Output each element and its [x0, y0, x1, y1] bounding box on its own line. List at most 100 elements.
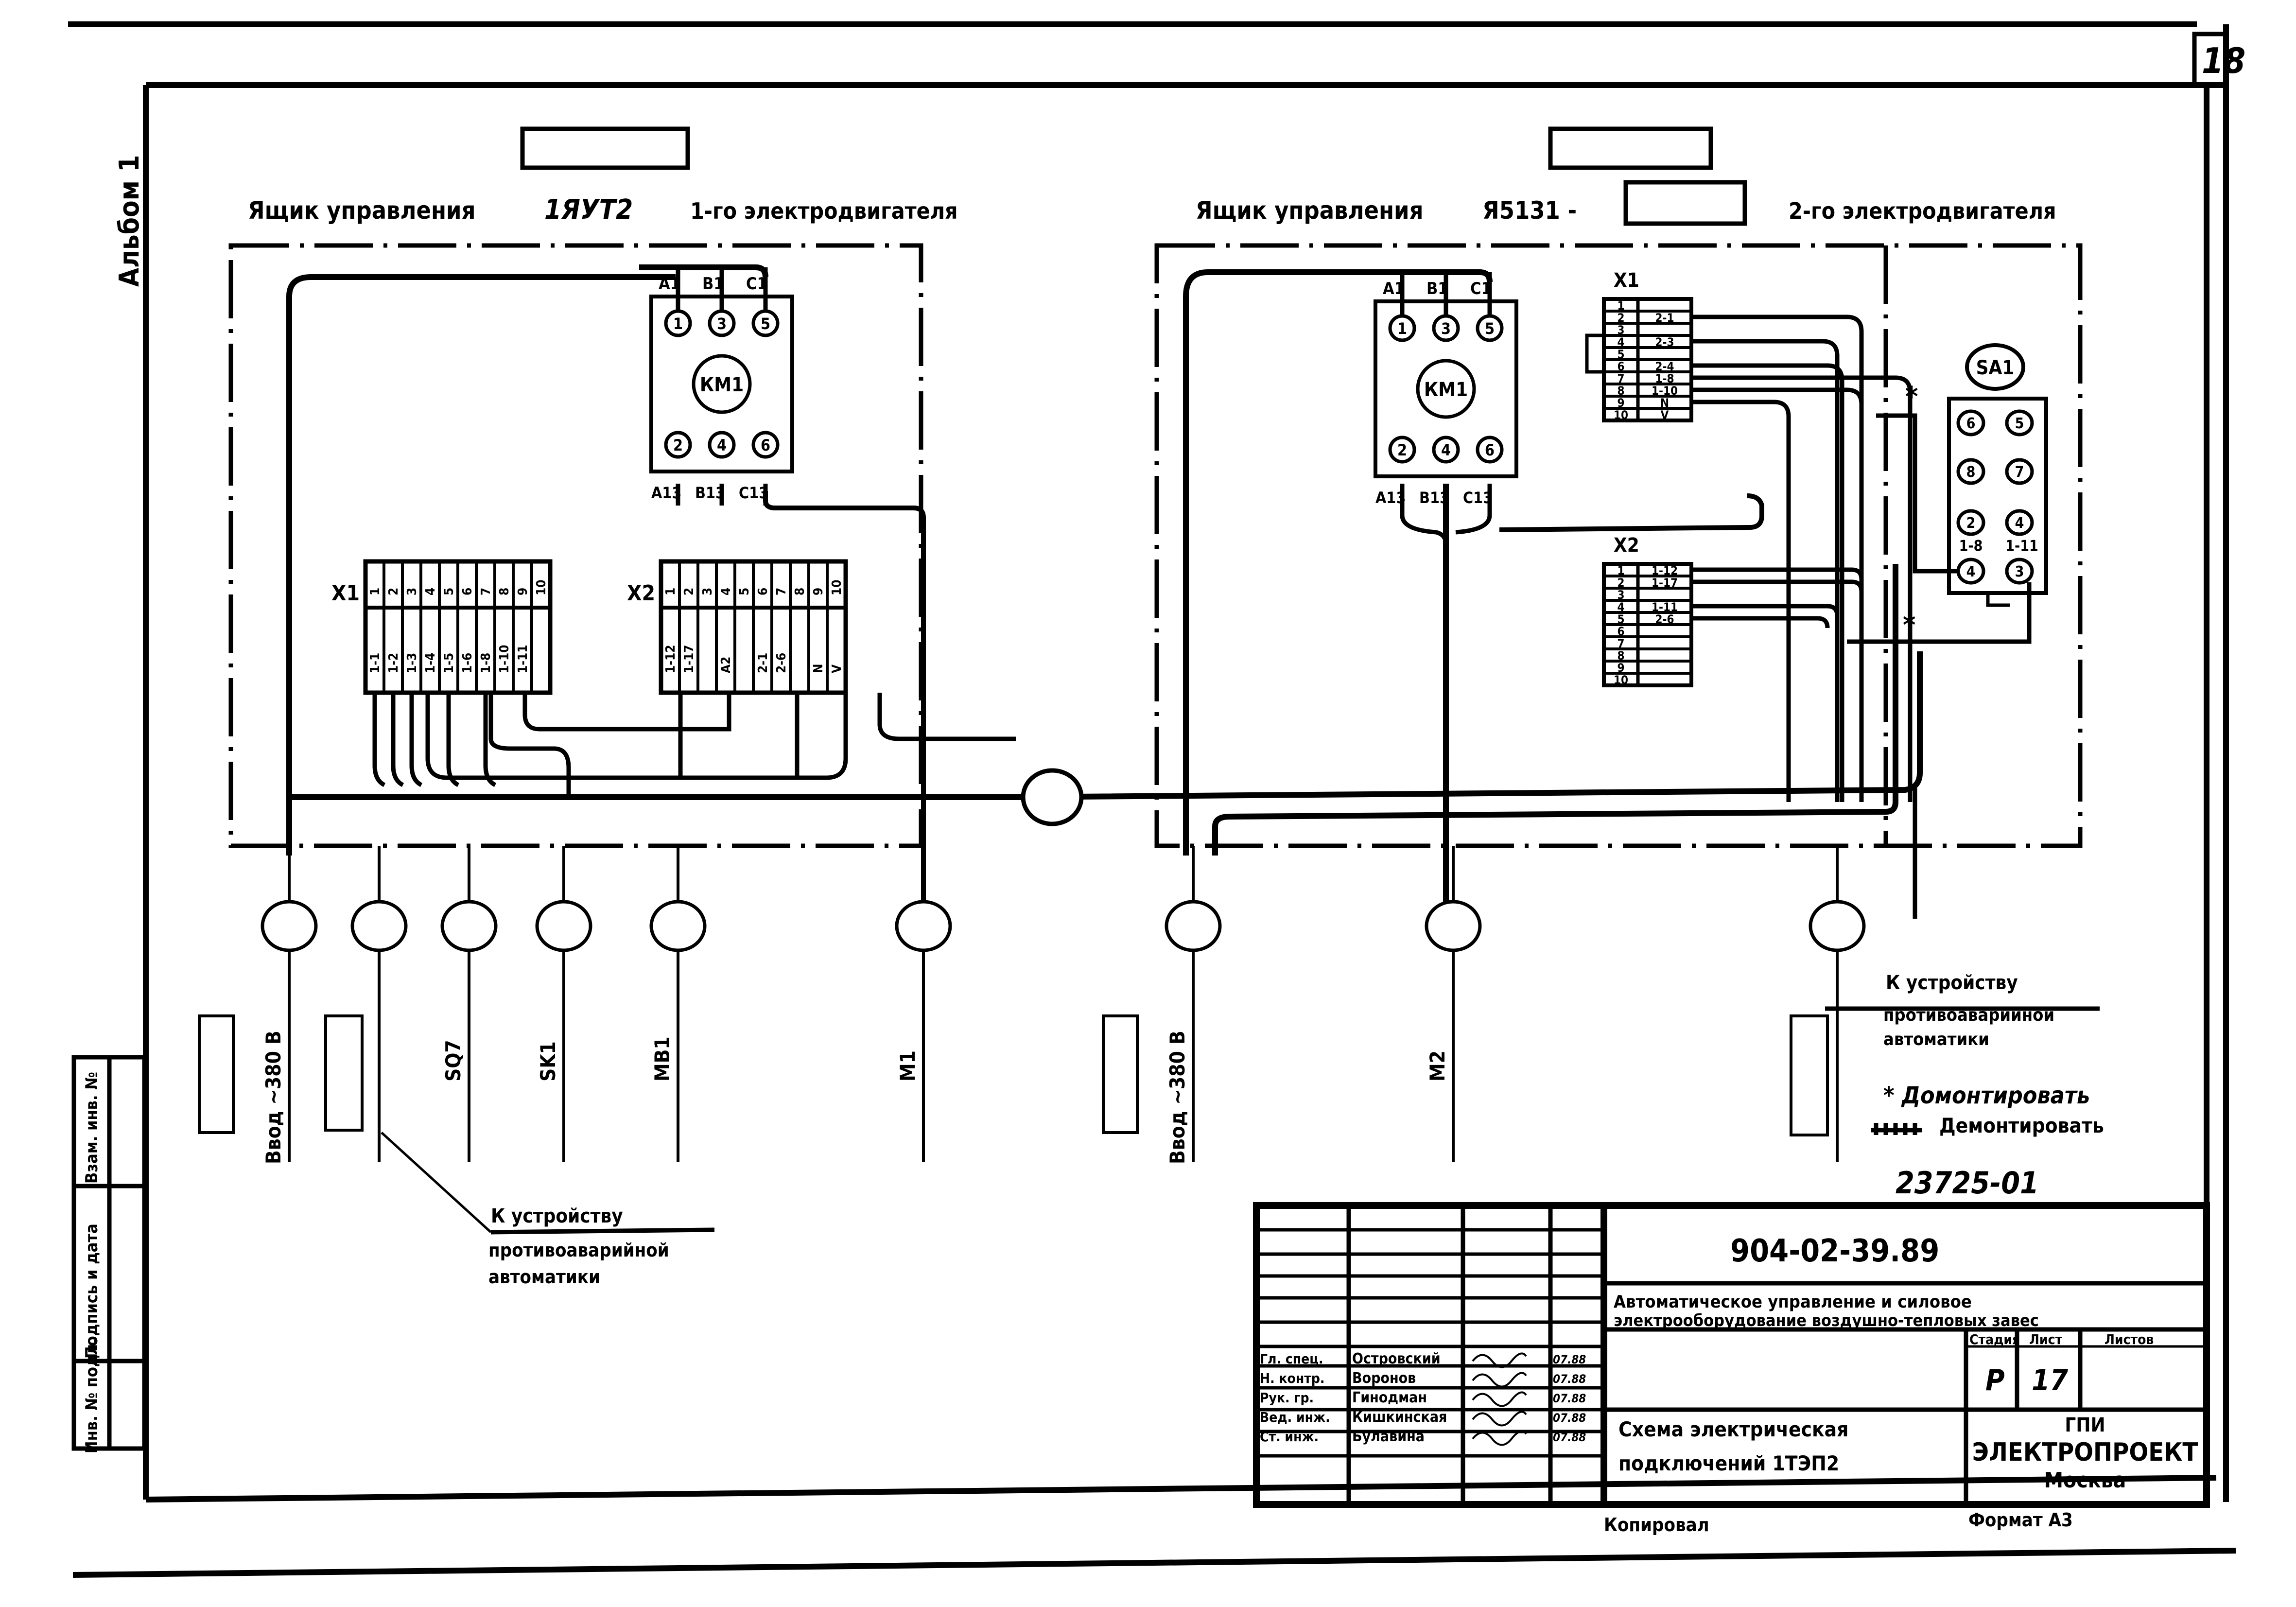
cab2-contactor-name: КМ1 — [1424, 379, 1468, 401]
document-code: 904-02-39.89 — [1730, 1233, 1939, 1269]
legend-mount: * Домонтировать — [1883, 1082, 2090, 1109]
cab1-x2-wire-label: V — [830, 664, 844, 673]
sa1-wire-label: 1-8 — [1959, 538, 1983, 555]
signature-scribble — [1472, 1372, 1527, 1388]
cab1-terminal-number: 1 — [673, 314, 683, 333]
legend-dismount: Демонтировать — [1939, 1114, 2104, 1137]
signature-scribble — [1472, 1352, 1527, 1368]
cab2-x1-terminal-number: 4 — [1617, 335, 1624, 349]
cab1-cross-wire — [488, 693, 571, 797]
left-cable-stamp — [198, 1014, 235, 1134]
cab1-x1-terminal-number: 1 — [368, 588, 383, 595]
cab1-terminal-circle — [708, 431, 736, 459]
cab2-x1-wire-label: N — [1660, 396, 1669, 410]
sa1-terminal-number: 6 — [1966, 415, 1976, 432]
sa1-body — [1947, 397, 2048, 595]
cab2-x1-wire — [1691, 375, 1913, 802]
svg-text:автоматики: автоматики — [488, 1266, 600, 1288]
cab2-return-wire — [1212, 564, 1898, 856]
sa1-wire-new — [1876, 413, 1958, 574]
right-cable-stamp — [1790, 1014, 1829, 1136]
signature-role: Гл. спец. — [1260, 1351, 1323, 1367]
sa1-terminal-circle — [2005, 409, 2034, 437]
cab2-x2-terminal-number: 2 — [1617, 576, 1624, 590]
cab1-x2-terminal-number: 9 — [811, 588, 826, 595]
cab1-x1-terminal-number: 5 — [442, 588, 456, 595]
left-cable-label: MB1 — [650, 1036, 674, 1082]
cab1-x1-wire — [446, 693, 460, 787]
left-cable-label: SQ7 — [441, 1040, 465, 1082]
cabinet-1-title-suffix: 1-го электродвигателя — [690, 198, 958, 224]
cab1-motor-feed — [763, 491, 926, 914]
cab2-x1-terminal-number: 9 — [1617, 396, 1624, 410]
cabinet-2-type: Я5131 - — [1482, 196, 1577, 225]
left-gland-circle — [350, 900, 408, 952]
cab1-x2-wire-label: 1-12 — [663, 645, 678, 673]
cab1-cross-wire — [522, 693, 731, 732]
left-cable-stamp — [324, 1014, 364, 1132]
sa1-terminal-number: 4 — [2015, 515, 2024, 532]
cab1-x2-wire — [877, 693, 1016, 741]
cab1-x1-terminal-number: 3 — [405, 588, 419, 595]
cab1-x2-block-name: X2 — [627, 581, 655, 606]
signature-scribble — [1472, 1430, 1527, 1446]
cabinet-1-type: 1ЯУТ2 — [544, 194, 633, 226]
cab1-x2-terminal-number: 5 — [737, 588, 752, 595]
cab1-x1-terminal-number: 8 — [497, 588, 512, 595]
cabinet-2-title-prefix: Ящик управления — [1196, 196, 1423, 225]
organization-line2: ЭЛЕКТРОПРОЕКТ — [1972, 1438, 2198, 1467]
cab2-x2-terminal-number: 9 — [1617, 661, 1624, 675]
sa1-terminal-number: 2 — [1966, 515, 1976, 532]
right-gland-circle — [1165, 900, 1222, 952]
cab2-x2-terminal-number: 7 — [1617, 637, 1624, 650]
cab2-supply-bus — [1363, 269, 1493, 282]
cab1-x1-wire-label: 1-6 — [460, 653, 475, 673]
cab1-terminal-number: 5 — [761, 314, 770, 333]
sa1-ground-mark — [1986, 593, 2010, 607]
cab2-x1-terminal-number: 1 — [1617, 299, 1624, 313]
cab2-x1-wire — [1691, 339, 1840, 802]
cab2-x1-terminal-number: 6 — [1617, 360, 1624, 373]
stamp-signature-date: Подпись и дата — [82, 1223, 102, 1359]
cab2-x2-terminal-number: 10 — [1614, 673, 1628, 687]
signature-date: 07.88 — [1553, 1353, 1586, 1366]
signature-name: Гинодман — [1352, 1389, 1427, 1406]
cab2-x2-terminal-number: 1 — [1617, 564, 1624, 577]
stage-header: Стадия — [1969, 1331, 2020, 1347]
signature-date: 07.88 — [1553, 1392, 1586, 1405]
page-number: 18 — [2202, 40, 2245, 81]
stamp-replace-inv: Взам. инв. № — [82, 1072, 102, 1184]
signature-name: Булавина — [1352, 1428, 1425, 1445]
cab1-x1-wire-label: 1-8 — [479, 653, 493, 673]
cab2-terminal-circle — [1476, 436, 1504, 464]
cab1-terminal-number: 6 — [761, 436, 770, 454]
cabinet-1-title-prefix: Ящик управления — [248, 196, 475, 225]
cab1-x2-wire-label: 1-17 — [682, 645, 696, 673]
cab2-x1-block-name: X1 — [1614, 269, 1639, 292]
cab2-x1-wire — [1691, 387, 1864, 802]
cab2-x1-terminal-number: 8 — [1617, 384, 1624, 398]
cab2-x1-terminal-number: 3 — [1617, 323, 1624, 337]
cab1-x1-wire-label: 1-10 — [497, 645, 512, 673]
cab2-x2-wire — [1691, 567, 1864, 580]
cab2-x2-terminal-number: 5 — [1617, 612, 1624, 626]
organization-line1: ГПИ — [2065, 1414, 2105, 1436]
signature-scribble — [1472, 1411, 1527, 1427]
cab1-x1-terminal-number: 4 — [423, 588, 438, 595]
cab2-x2-terminal-number: 6 — [1617, 625, 1624, 638]
sa1-wire-label: 1-11 — [2005, 538, 2038, 555]
left-gland-circle — [261, 900, 318, 952]
cab1-x1-wire — [372, 693, 386, 787]
side-stamp: Инв. № подл. Подпись и дата Взам. инв. № — [71, 1055, 147, 1453]
cab2-x2-wire — [1691, 604, 1840, 616]
sheet-title-line2: подключений 1ТЭП2 — [1618, 1451, 1839, 1475]
cab2-x1-wire — [1691, 314, 1864, 802]
cab1-x2-terminal-number: 3 — [700, 588, 715, 595]
cab1-supply-bus — [639, 264, 768, 278]
cab2-phase-merge — [1455, 484, 1492, 535]
cab1-x2-wire-label: N — [811, 664, 826, 673]
mount-asterisk: * — [1905, 381, 1918, 413]
signature-date: 07.88 — [1553, 1372, 1586, 1386]
